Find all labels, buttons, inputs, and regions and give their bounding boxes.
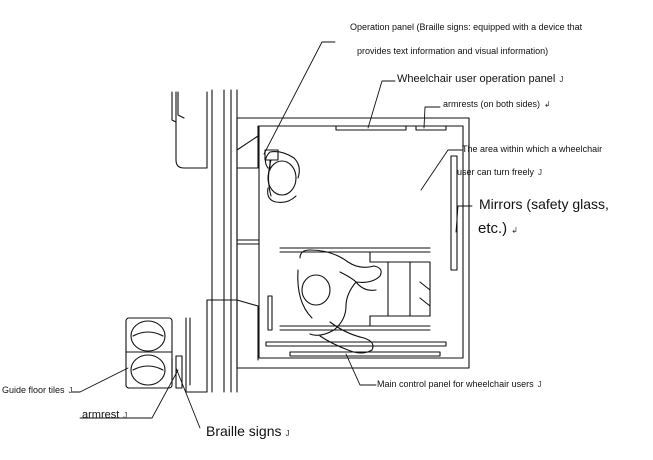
armrests [265, 125, 447, 347]
guide-floor-tiles [125, 317, 173, 389]
upper-door-block [171, 91, 259, 169]
j-mark: J [123, 411, 128, 420]
standing-person-figure [264, 151, 300, 203]
landing-armrest [171, 355, 183, 389]
j-mark: J [285, 429, 290, 438]
wheelchair-operation-panel [335, 125, 407, 131]
leader-lines [71, 41, 473, 429]
lower-door-block [185, 299, 259, 393]
j-mark: J [68, 386, 73, 395]
door-frame-lines [211, 89, 238, 393]
main-control-panel [289, 351, 441, 357]
operation-panel-label-line2: provides text information and visual inf… [357, 46, 549, 56]
j-mark: J [537, 380, 542, 389]
turn-area-label-line1: The area within which a wheelchair [462, 144, 603, 154]
j-mark: J [559, 75, 564, 84]
operation-panel-label-line1: Operation panel (Braille signs: equipped… [350, 22, 583, 32]
mirror [450, 155, 458, 271]
door-tracks [236, 239, 260, 245]
return-mark: ↲ [544, 100, 551, 109]
wheelchair-user-figure [297, 249, 382, 354]
mirrors-label-line1: Mirrors (safety glass, [479, 196, 609, 212]
wheelchair-frame [279, 247, 431, 331]
j-mark: J [538, 168, 543, 177]
armrests-both-sides-label: armrests (on both sides)↲ [443, 99, 551, 109]
return-mark: ↲ [511, 226, 518, 235]
mirrors-label-line2: etc.)↲ [478, 220, 518, 237]
